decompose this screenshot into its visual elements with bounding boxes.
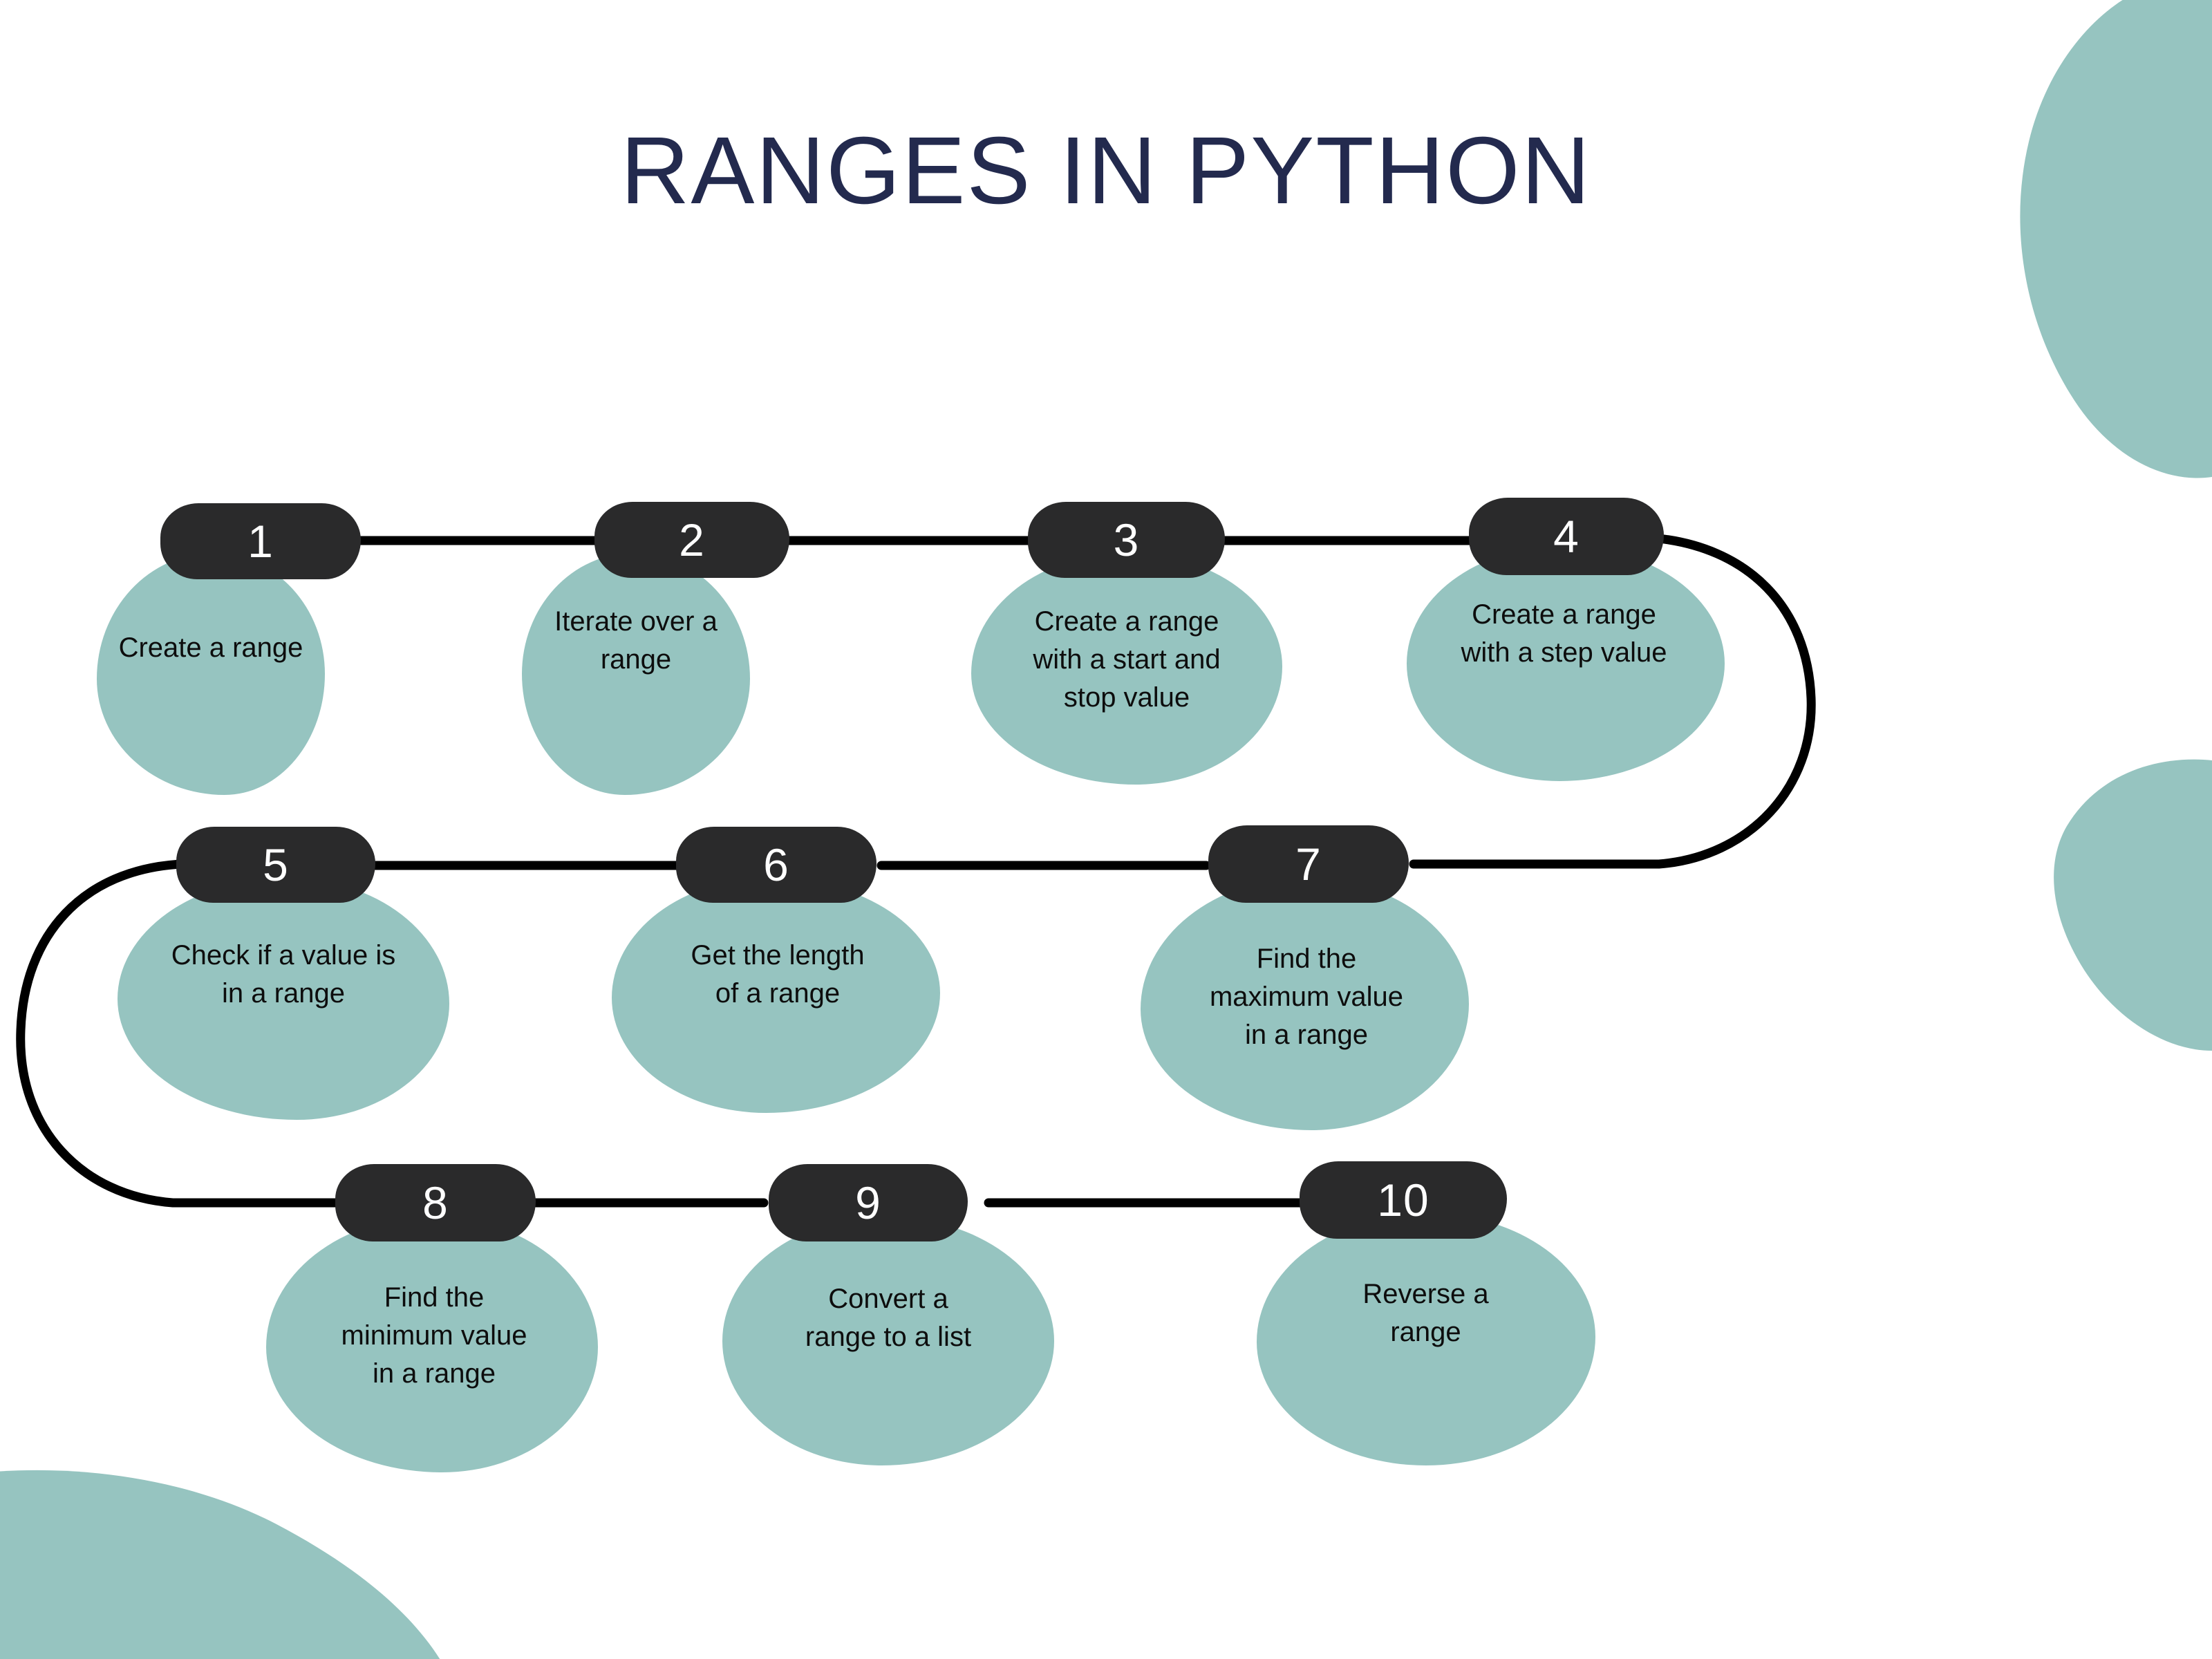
step-label-8: Find the minimum value in a range (341, 1282, 527, 1389)
step-blob-8 (266, 1217, 598, 1472)
step-badge-10[interactable]: 10 (1300, 1161, 1507, 1239)
step-label-6: Get the length of a range (691, 940, 865, 1009)
step-label-2: Iterate over a range (554, 606, 718, 675)
step-badge-7[interactable]: 7 (1208, 825, 1409, 903)
step-blob-3 (971, 553, 1282, 785)
connector-4-5-loop (1409, 533, 1816, 869)
step-blob-2 (522, 553, 750, 795)
step-number-1: 1 (247, 516, 274, 567)
step-badge-9[interactable]: 9 (769, 1164, 968, 1241)
step-badge-4[interactable]: 4 (1469, 498, 1664, 575)
step-blob-5 (118, 878, 449, 1120)
step-number-3: 3 (1113, 514, 1140, 565)
step-number-7: 7 (1295, 838, 1322, 890)
step-number-5: 5 (263, 839, 289, 890)
blob-top-right (2020, 0, 2212, 478)
step-number-4: 4 (1553, 511, 1580, 562)
step-blob-6 (612, 878, 940, 1113)
blob-bottom-left (0, 1470, 440, 1659)
step-number-6: 6 (763, 839, 789, 890)
step-blob-7 (1141, 878, 1469, 1130)
step-number-10: 10 (1377, 1174, 1430, 1226)
step-badge-6[interactable]: 6 (676, 827, 877, 903)
step-label-5: Check if a value is in a range (171, 940, 396, 1009)
step-blob-4 (1407, 546, 1725, 781)
step-badge-8[interactable]: 8 (335, 1164, 536, 1241)
step-blob-1 (97, 553, 325, 795)
blob-right-middle (2054, 759, 2212, 1051)
step-number-8: 8 (422, 1177, 449, 1228)
step-badge-5[interactable]: 5 (176, 827, 375, 903)
step-number-2: 2 (679, 514, 705, 565)
step-number-9: 9 (855, 1177, 881, 1228)
step-label-3: Create a range with a start and stop val… (1033, 606, 1221, 713)
step-label-9: Convert a range to a list (805, 1284, 972, 1353)
step-badge-2[interactable]: 2 (594, 502, 789, 578)
step-blob-9 (722, 1217, 1054, 1465)
step-label-1: Create a range (118, 632, 303, 663)
step-label-4: Create a range with a step value (1461, 599, 1667, 668)
step-label-10: Reverse a range (1362, 1279, 1489, 1348)
step-label-7: Find the maximum value in a range (1209, 944, 1404, 1051)
step-badge-1[interactable]: 1 (160, 503, 361, 579)
connector-7-8-loop (16, 859, 344, 1208)
step-badge-3[interactable]: 3 (1028, 502, 1225, 578)
step-blob-10 (1257, 1213, 1595, 1465)
page-title: RANGES IN PYTHON (620, 118, 1592, 224)
